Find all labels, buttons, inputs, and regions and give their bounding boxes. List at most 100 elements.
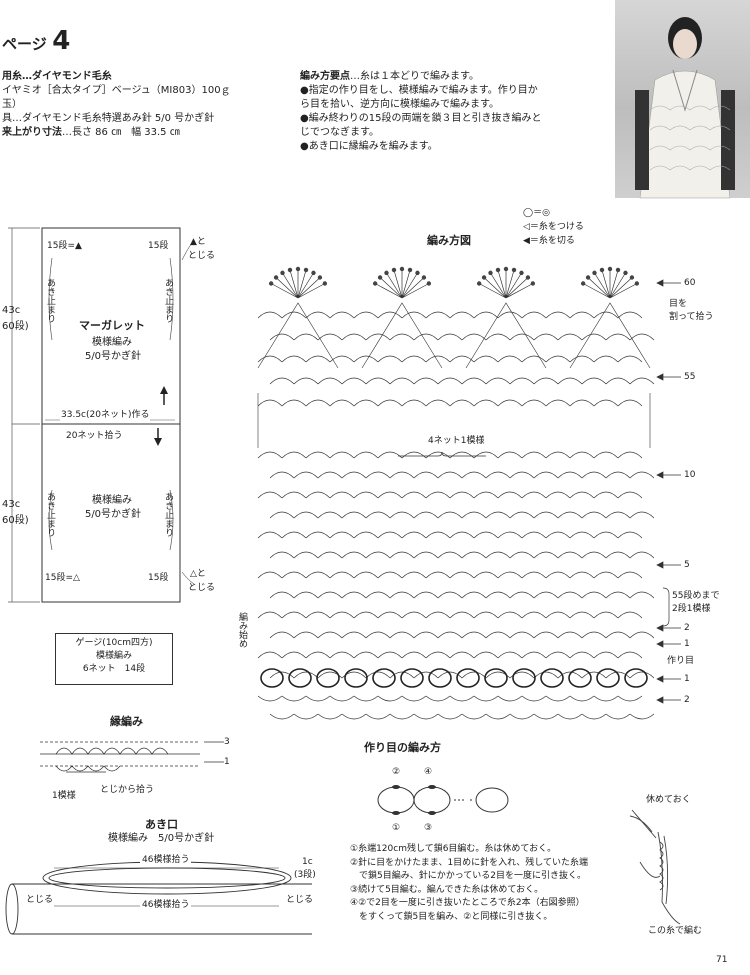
points-bullet: ●あき口に縁編みを編みます。	[300, 141, 438, 152]
chart-title: 編み方図	[427, 234, 471, 247]
picot-mark	[399, 266, 405, 272]
opening-height: 1c	[302, 857, 313, 867]
picot-mark	[629, 275, 635, 280]
schematic-opening-stop-right-top: あき止まり	[163, 278, 173, 323]
materials-tool: 具…ダイヤモンド毛糸特選あみ針 5/0 号かぎ針	[2, 113, 215, 124]
picot-mark	[511, 267, 517, 273]
schematic-top-left-rows: 15段=▲	[47, 241, 82, 251]
chart-start: 編み始め	[237, 612, 247, 648]
page-header: ページ 4	[2, 26, 70, 56]
schematic-bottom-join: △と	[190, 569, 206, 579]
gauge-pattern: 模様編み	[95, 651, 132, 661]
picot-mark	[384, 270, 389, 276]
picot-mark	[295, 266, 301, 272]
points-intro: …糸は１本どりで編みます。	[350, 71, 479, 82]
picot-mark	[268, 281, 274, 286]
foundation-step: ②針に目をかけたまま、1目めに針を入れ、残していた糸端	[350, 857, 588, 868]
hook-this-yarn: この糸で編む	[648, 926, 703, 936]
picot-mark	[634, 281, 640, 286]
mesh-row	[257, 651, 643, 659]
opening-rows: (3段)	[294, 870, 316, 880]
chart-repeat-note2: 2段1模様	[672, 604, 711, 614]
foundation-step: ③続けて5目編む。編んできた糸は休めておく。	[350, 884, 544, 895]
mesh-row	[257, 451, 643, 459]
chart-repeat: 4ネット1模様	[428, 436, 485, 446]
mesh-row	[269, 377, 655, 385]
fan-motif	[375, 270, 429, 299]
foundation-ring	[344, 668, 368, 688]
fan-motif	[479, 270, 533, 299]
ring-icon: ◎	[542, 208, 550, 218]
edging-pickup: とじから拾う	[100, 785, 155, 795]
foundation-ring	[260, 668, 284, 688]
edging-diagram	[40, 741, 224, 773]
opening-seam-right: とじる	[286, 895, 314, 905]
schematic-foundation-width: 33.5c(20ネット)作る	[60, 409, 151, 422]
foundation-step: をすくって鎖5目を編み、②と同様に引き抜く。	[350, 911, 553, 922]
schematic-needle-bottom: 5/0号かぎ針	[84, 509, 142, 520]
mesh-row	[269, 591, 655, 599]
opening-subtitle: 模様編み 5/0号かぎ針	[108, 833, 215, 844]
chart-repeat-note: 55段めまで	[672, 591, 720, 601]
opening-top-count: 46模様拾う	[140, 854, 192, 867]
points-bullet: じでつなぎます。	[300, 127, 379, 138]
picot-mark	[280, 270, 285, 276]
schematic-top-join2: とじる	[188, 251, 216, 261]
oval-icon: ◯	[523, 208, 534, 218]
foundation-ring	[400, 668, 424, 688]
foundation-ring	[372, 668, 396, 688]
chart-row-markers	[656, 279, 681, 704]
opening-title: あき口	[145, 818, 178, 831]
picot-mark	[391, 267, 397, 273]
chart-row-c2: 2	[684, 695, 690, 705]
edging-row-1: 1	[224, 757, 230, 767]
schematic-dim-bottom-rows: 60段)	[2, 515, 29, 526]
edging-title: 縁編み	[110, 715, 143, 728]
picot-mark	[599, 267, 605, 273]
schematic-bottom-right-rows: 15段	[148, 573, 169, 583]
foundation-step: ①糸端120cm残して鎖6目編む。糸は休めておく。	[350, 844, 557, 854]
model-photo	[615, 0, 750, 199]
schematic-opening-stop-right-bottom: あき止まり	[163, 492, 173, 537]
chart-split-note2: 割って拾う	[669, 312, 714, 322]
schematic-title: マーガレット	[79, 319, 145, 332]
page-header-prefix: ページ	[2, 35, 47, 53]
picot-mark	[530, 281, 536, 286]
chart-legend: ◯＝◎ ◁＝糸をつける ◀＝糸を切る	[523, 206, 584, 248]
chart-row-60: 60	[684, 278, 696, 288]
picot-mark	[273, 275, 279, 280]
schematic-opening-stop-left-bottom: あき止まり	[45, 492, 55, 537]
mesh-row	[269, 713, 655, 720]
picot-mark	[311, 270, 316, 276]
motif-leg	[465, 302, 547, 369]
mesh-row	[257, 491, 643, 499]
page-number: 71	[716, 955, 728, 965]
picot-mark	[415, 270, 420, 276]
picot-mark	[322, 281, 328, 286]
hook-illustration	[629, 809, 681, 925]
points-bullet: ら目を拾い、逆方向に模様編みで編みます。	[300, 99, 499, 110]
mesh-row	[257, 571, 643, 579]
mesh-row	[269, 471, 655, 479]
picot-mark	[303, 267, 309, 273]
picot-mark	[377, 275, 383, 280]
schematic-bottom-left-rows: 15段=△	[45, 573, 80, 583]
foundation-step-2-mark: ②	[392, 767, 401, 777]
foundation-step-1-mark: ①	[392, 823, 401, 833]
picot-mark	[481, 275, 487, 280]
chart-foundation: 作り目	[667, 656, 695, 666]
knitting-points: 編み方要点…糸は１本どりで編みます。 ●指定の作り目をし、模様編みで編みます。作…	[300, 70, 610, 154]
materials-yarn: 用糸…ダイヤモンド毛糸	[2, 71, 112, 82]
picot-mark	[317, 275, 323, 280]
foundation-ring	[288, 668, 312, 688]
materials-yarn-name: イヤミオ［合太タイプ］ベージュ（MI803）100ｇ	[2, 85, 231, 96]
materials-size-label: 来上がり寸法	[2, 127, 62, 138]
chart-row-10: 10	[684, 470, 696, 480]
foundation-ring	[624, 668, 648, 688]
gauge-title: ゲージ(10cm四方)	[75, 638, 153, 648]
hook-rest-label: 休めておく	[646, 795, 691, 805]
chart-row-c1: 1	[684, 674, 690, 684]
chart-split-note: 目を	[669, 299, 688, 309]
foundation-step: で鎖5目編み、針にかかっている2目を一度に引き抜く。	[350, 871, 587, 881]
foundation-ring	[428, 668, 452, 688]
